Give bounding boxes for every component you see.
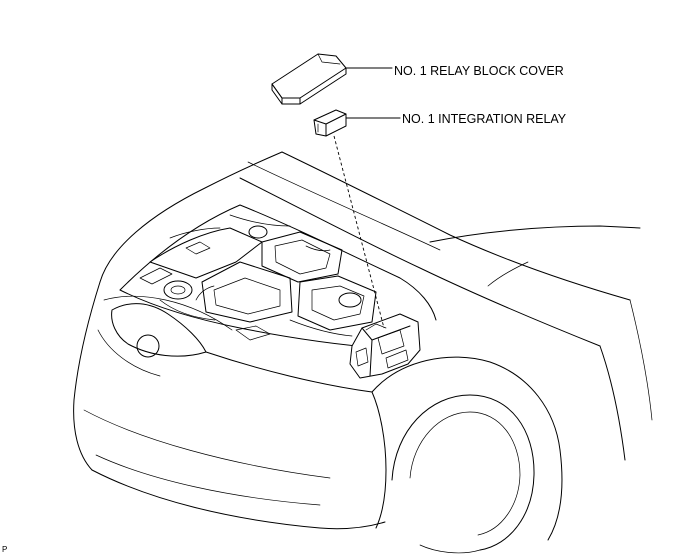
install-path-dashed-line xyxy=(333,135,385,329)
integration-relay-label: NO. 1 INTEGRATION RELAY xyxy=(402,112,567,126)
relay-block-cover-label: NO. 1 RELAY BLOCK COVER xyxy=(394,64,564,78)
relay-block-cover xyxy=(271,53,347,105)
relay-block xyxy=(349,313,421,379)
engine-compartment xyxy=(119,204,437,349)
figure-code: P xyxy=(2,545,8,554)
vehicle-body xyxy=(73,151,653,554)
integration-relay xyxy=(313,109,347,137)
